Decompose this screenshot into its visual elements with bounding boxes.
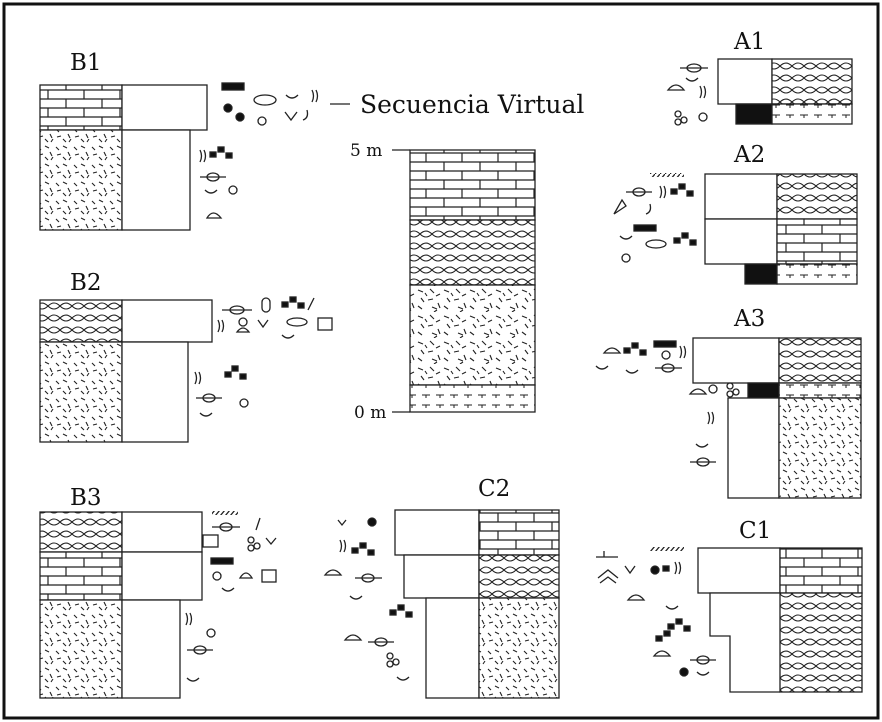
fossil-symbols-b1 [199,82,319,219]
fossil-symbols-a3 [595,340,740,467]
column-c2 [394,509,560,699]
label-c2: C2 [478,476,510,502]
scale-bottom-label: 0 m [354,403,386,423]
column-a2 [704,173,858,285]
label-b3: B3 [70,485,102,511]
scale-top-label: 5 m [350,141,382,161]
virtual-sequence-column [392,149,536,413]
fossil-symbols-a1 [666,63,708,126]
column-b2 [39,299,213,443]
label-b2: B2 [70,270,102,296]
label-b1: B1 [70,50,102,76]
fossil-symbols-c2 [323,517,413,681]
fossil-symbols-a2 [613,173,697,263]
label-a2: A2 [733,142,765,168]
column-a3 [692,337,862,499]
label-a3: A3 [733,306,765,332]
virtual-sequence-title: Secuencia Virtual [360,90,584,119]
label-c1: C1 [739,518,771,544]
fossil-symbols-b3 [185,511,277,682]
column-b1 [39,84,208,231]
column-b3 [39,511,203,699]
fossil-symbols-b2 [194,296,333,417]
column-a1 [717,58,853,125]
label-a1: A1 [733,29,765,55]
fossil-symbols-c1 [596,547,716,677]
column-c1 [697,547,863,693]
